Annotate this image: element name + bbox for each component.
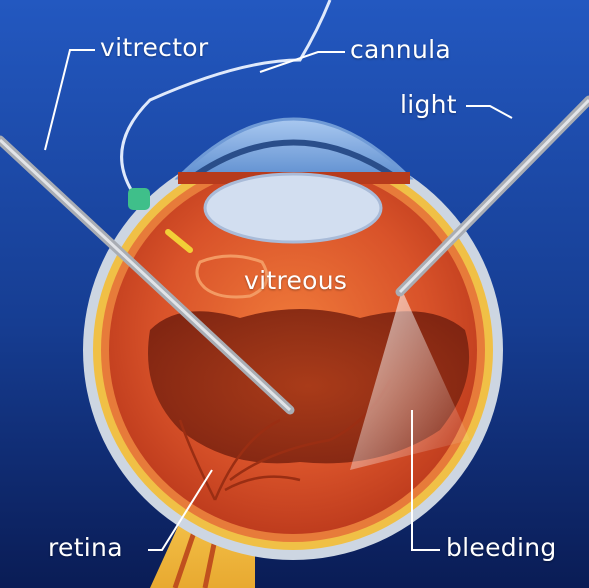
light-label: light — [400, 90, 457, 119]
bleeding-label: bleeding — [446, 533, 557, 562]
lens — [205, 174, 381, 242]
vitrector-label: vitrector — [100, 33, 208, 62]
cannula-label: cannula — [350, 35, 451, 64]
vitreous-label: vitreous — [244, 266, 347, 295]
retina-label: retina — [48, 533, 123, 562]
cannula-port — [128, 188, 150, 210]
